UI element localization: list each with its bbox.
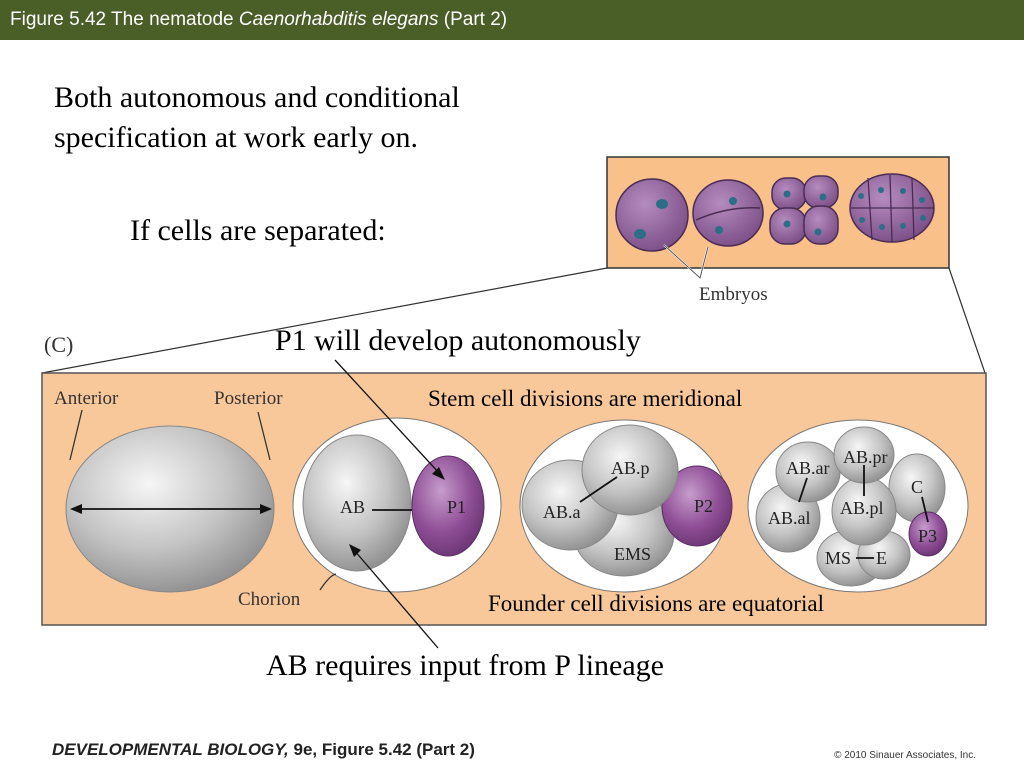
zoom-line-left [41,267,608,374]
cell-label-p1: P1 [447,497,466,517]
cell-label-e: E [876,548,887,568]
cell-label-p2: P2 [694,496,713,516]
arrow-p1 [334,359,445,480]
one-cell-embryo [65,409,275,593]
footer-book: DEVELOPMENTAL BIOLOGY, [52,740,289,759]
anterior-label: Anterior [54,388,119,409]
figure-part: (Part 2) [438,9,508,30]
cell-label-ms: MS [825,548,851,568]
cell-label-abar: AB.ar [786,458,830,478]
two-cell-embryo [292,417,502,593]
footer-edition: 9e, Figure 5.42 (Part 2) [288,740,475,759]
cell-label-c: C [911,477,923,497]
cell-label-abal: AB.al [768,508,811,528]
chorion-label: Chorion [238,589,301,610]
separated-text: If cells are separated: [130,214,386,247]
four-cell-embryo [519,419,733,593]
ab-annotation: AB requires input from P lineage [266,649,664,682]
cell-label-aba: AB.a [543,502,581,522]
posterior-label: Posterior [214,388,283,409]
founder-cell-annotation: Founder cell divisions are equatorial [488,591,824,616]
slide-title: Figure 5.42 The nematode Caenorhabditis … [0,0,1024,40]
cell-label-abpl: AB.pl [840,498,884,518]
footer-citation: DEVELOPMENTAL BIOLOGY, 9e, Figure 5.42 (… [52,740,475,760]
embryos-label: Embryos [699,284,768,305]
figure-number: Figure 5.42 The nematode [10,9,239,30]
species-name: Caenorhabditis elegans [238,9,439,30]
cell-label-abp: AB.p [611,458,650,478]
panel-label: (C) [44,332,74,357]
cell-label-ems: EMS [614,544,651,564]
embryo-photo [606,156,950,280]
cell-label-p3: P3 [918,526,937,546]
intro-text: Both autonomous and conditional specific… [54,81,460,154]
zoom-line-right [948,267,986,374]
copyright-notice: © 2010 Sinauer Associates, Inc. [834,750,976,761]
p1-annotation: P1 will develop autonomously [275,324,641,357]
arrow-ab [349,544,439,649]
cell-label-ab: AB [340,497,365,517]
stem-cell-annotation: Stem cell divisions are meridional [428,386,743,411]
eight-cell-embryo [747,419,969,593]
cell-label-abpr: AB.pr [843,447,888,467]
